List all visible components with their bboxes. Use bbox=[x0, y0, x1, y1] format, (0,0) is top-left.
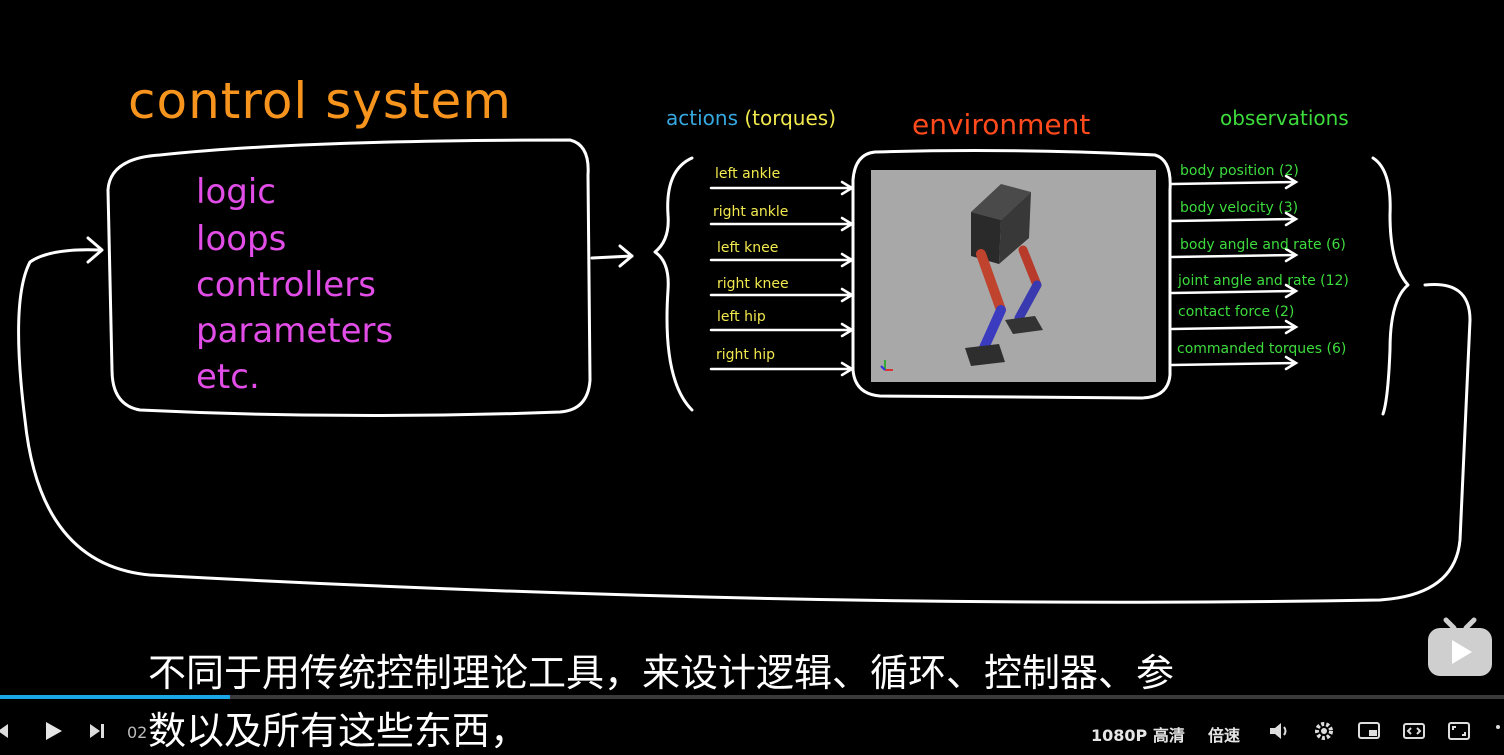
robot-shin bbox=[978, 305, 1006, 355]
action-label: left ankle bbox=[715, 166, 781, 182]
action-arrow bbox=[709, 252, 855, 268]
bilibili-tv-icon bbox=[1426, 616, 1494, 678]
robot-simulation-image bbox=[871, 170, 1156, 382]
control-system-box bbox=[106, 138, 592, 418]
subtitle-line: 不同于用传统控制理论工具，来设计逻辑、循环、控制器、参 bbox=[148, 651, 1175, 695]
actions-heading-word: actions bbox=[666, 106, 738, 130]
control-item: controllers bbox=[196, 265, 376, 305]
robot-shin bbox=[1014, 280, 1042, 323]
observation-label: commanded torques (6) bbox=[1177, 341, 1347, 357]
observation-arrow bbox=[1170, 247, 1299, 263]
settings-icon[interactable] bbox=[1313, 720, 1335, 746]
next-icon[interactable] bbox=[88, 722, 106, 744]
more-icon[interactable] bbox=[1492, 721, 1504, 745]
actions-heading: actions (torques) bbox=[666, 106, 836, 130]
action-label: right hip bbox=[716, 347, 775, 363]
quality-button[interactable]: 1080P 高清 bbox=[1091, 726, 1185, 745]
action-label: left knee bbox=[717, 240, 779, 256]
robot-torso-side bbox=[999, 192, 1031, 264]
observation-label: body velocity (3) bbox=[1180, 200, 1299, 216]
progress-fill bbox=[0, 695, 231, 699]
environment-box bbox=[851, 149, 1172, 400]
action-arrow bbox=[709, 180, 855, 196]
observation-label: body position (2) bbox=[1180, 163, 1299, 179]
control-item: loops bbox=[196, 219, 287, 259]
pip-icon[interactable] bbox=[1358, 721, 1380, 745]
control-system-title: control system bbox=[128, 72, 512, 130]
observation-arrow bbox=[1170, 211, 1299, 227]
action-arrow bbox=[709, 322, 855, 338]
observation-label: body angle and rate (6) bbox=[1180, 237, 1346, 253]
prev-icon[interactable] bbox=[0, 722, 12, 744]
control-item: logic bbox=[196, 172, 276, 212]
axis-gizmo-icon bbox=[880, 360, 893, 371]
widescreen-icon[interactable] bbox=[1403, 721, 1425, 745]
control-item: etc. bbox=[196, 357, 260, 397]
action-arrow bbox=[709, 361, 855, 377]
action-label: right ankle bbox=[713, 204, 789, 220]
robot-thigh bbox=[1018, 245, 1042, 290]
control-output-arrow bbox=[590, 244, 634, 268]
robot-foot bbox=[1005, 316, 1043, 334]
observations-brace bbox=[1371, 156, 1410, 416]
observation-label: joint angle and rate (12) bbox=[1178, 273, 1349, 289]
robot-foot bbox=[965, 344, 1005, 366]
progress-bar[interactable] bbox=[0, 695, 1504, 699]
actions-heading-paren: (torques) bbox=[744, 106, 836, 130]
observation-label: contact force (2) bbox=[1178, 304, 1295, 320]
biped-robot-figure bbox=[880, 184, 1043, 371]
play-icon[interactable] bbox=[42, 720, 64, 746]
speed-button[interactable]: 倍速 bbox=[1208, 726, 1241, 745]
actions-brace bbox=[653, 156, 694, 412]
robot-torso-top bbox=[971, 184, 1031, 220]
action-arrow bbox=[709, 287, 855, 303]
action-label: right knee bbox=[717, 276, 789, 292]
action-label: left hip bbox=[717, 309, 766, 325]
observation-arrow bbox=[1170, 355, 1299, 371]
observation-arrow bbox=[1170, 174, 1299, 190]
subtitle-line: 数以及所有这些东西， bbox=[148, 709, 529, 753]
control-item: parameters bbox=[196, 311, 394, 351]
fullscreen-icon[interactable] bbox=[1448, 721, 1470, 745]
observation-arrow bbox=[1170, 283, 1299, 299]
robot-thigh bbox=[976, 249, 1006, 315]
environment-title: environment bbox=[912, 108, 1091, 141]
feedback-loop bbox=[17, 236, 1472, 604]
observation-arrow bbox=[1170, 319, 1299, 335]
action-arrow bbox=[709, 216, 855, 232]
observations-heading: observations bbox=[1220, 106, 1349, 130]
volume-icon[interactable] bbox=[1268, 721, 1290, 745]
time-current: 02 bbox=[127, 723, 148, 742]
